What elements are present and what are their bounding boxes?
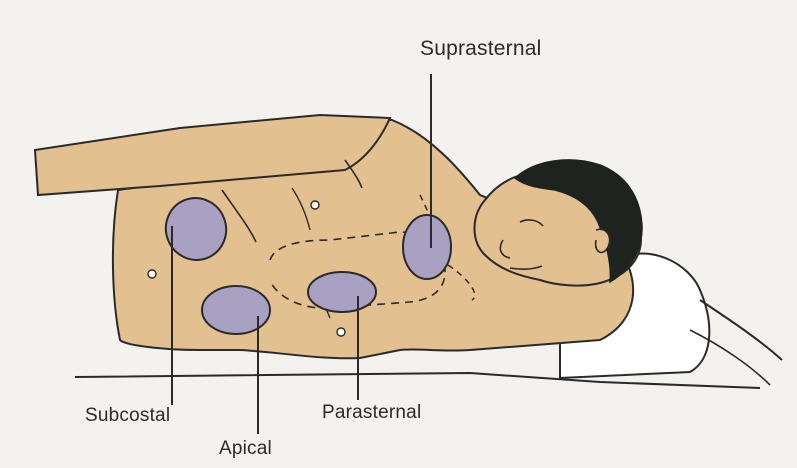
- bed-line: [75, 373, 760, 388]
- nipple-2: [148, 270, 156, 278]
- apical-window: [202, 286, 270, 334]
- parasternal-window: [308, 272, 376, 312]
- ear: [596, 229, 610, 252]
- parasternal-label: Parasternal: [322, 402, 421, 424]
- navel: [337, 328, 345, 336]
- sheet-fold: [700, 300, 782, 360]
- suprasternal-window: [403, 215, 451, 279]
- subcostal-label: Subcostal: [85, 405, 170, 427]
- suprasternal-label: Suprasternal: [420, 37, 541, 61]
- nipple-1: [311, 201, 319, 209]
- apical-label: Apical: [219, 438, 272, 460]
